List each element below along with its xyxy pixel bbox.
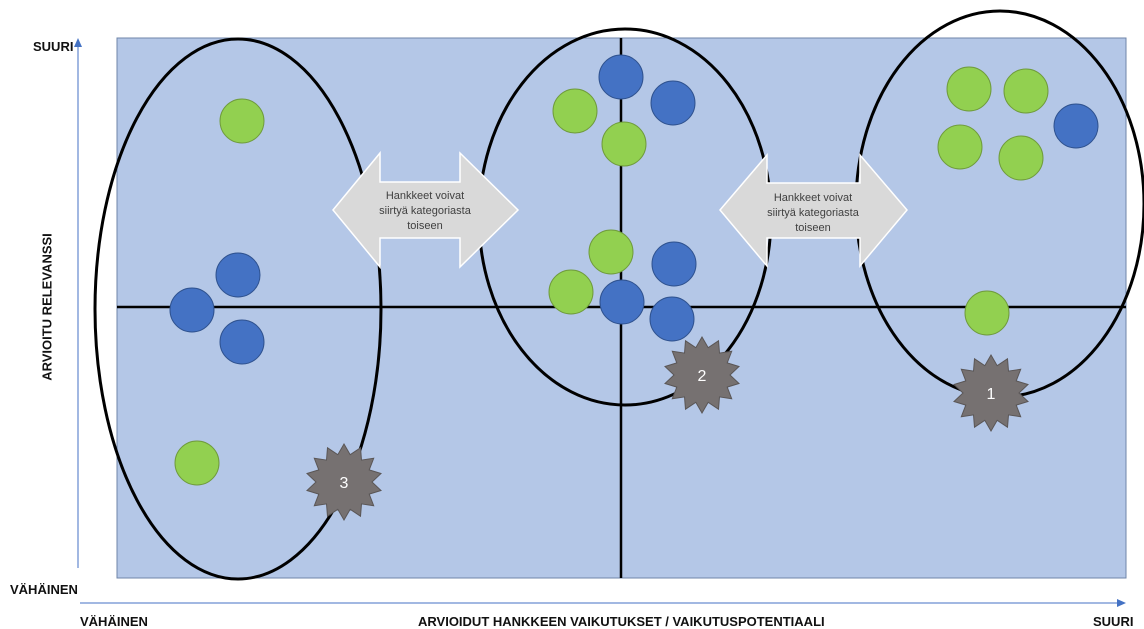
badge-number: 2: [698, 368, 707, 385]
badge-star-shape: [306, 443, 382, 521]
x-axis-right-label: SUURI: [1093, 614, 1134, 629]
green-dot: [937, 124, 983, 170]
arrow-left-line-2: siirtyä kategoriasta: [379, 205, 472, 217]
y-axis-title: ARVIOITU RELEVANSSI: [39, 233, 55, 381]
green-dot: [548, 269, 594, 315]
green-dot: [998, 135, 1044, 181]
arrow-left-line-3: toiseen: [407, 220, 442, 232]
arrow-right-line-1: Hankkeet voivat: [774, 192, 852, 204]
green-dot: [1003, 68, 1049, 114]
badge-star-shape: [664, 336, 740, 414]
y-axis-arrowhead: [74, 38, 82, 47]
x-axis-arrowhead: [1117, 599, 1126, 607]
x-axis-left-label: VÄHÄINEN: [80, 614, 148, 629]
arrow-right-line-3: toiseen: [795, 222, 830, 234]
arrow-right-line-2: siirtyä kategoriasta: [767, 207, 860, 219]
arrow-left-line-1: Hankkeet voivat: [386, 190, 464, 202]
category-badge-2: 2: [664, 336, 740, 414]
blue-dot: [650, 80, 696, 126]
blue-dot: [215, 252, 261, 298]
green-dot: [588, 229, 634, 275]
badge-number: 1: [987, 386, 996, 403]
green-dot: [174, 440, 220, 486]
blue-dot: [219, 319, 265, 365]
group-ellipse-3: [93, 37, 383, 581]
green-dot: [219, 98, 265, 144]
green-dot: [946, 66, 992, 112]
blue-dot: [169, 287, 215, 333]
y-axis-bottom-label: VÄHÄINEN: [10, 582, 78, 597]
move-arrow-right: Hankkeet voivat siirtyä kategoriasta toi…: [719, 152, 908, 269]
blue-dot: [599, 279, 645, 325]
green-dot: [601, 121, 647, 167]
x-axis-title: ARVIOIDUT HANKKEEN VAIKUTUKSET / VAIKUTU…: [418, 614, 825, 629]
blue-dot: [598, 54, 644, 100]
badge-star-shape: [953, 354, 1029, 432]
green-dot: [964, 290, 1010, 336]
blue-dot: [651, 241, 697, 287]
green-dot: [552, 88, 598, 134]
blue-dot: [1053, 103, 1099, 149]
badge-number: 3: [340, 475, 349, 492]
y-axis-top-label: SUURI: [33, 39, 74, 54]
blue-dot: [649, 296, 695, 342]
category-badge-3: 3: [306, 443, 382, 521]
category-badge-1: 1: [953, 354, 1029, 432]
move-arrow-left: Hankkeet voivat siirtyä kategoriasta toi…: [332, 150, 520, 270]
